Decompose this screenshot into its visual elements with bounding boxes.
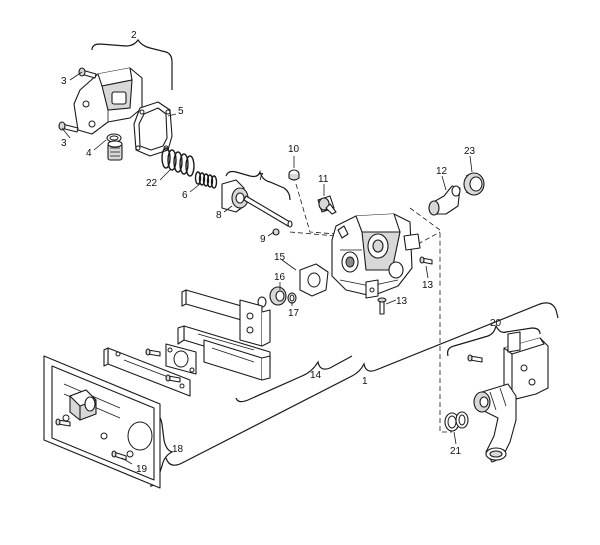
spring-part-6: [194, 171, 218, 189]
callout-3-bottom: 3: [61, 138, 67, 149]
callout-7: 7: [258, 172, 264, 183]
screw-part-13-right: [419, 256, 433, 265]
gasket-part-15: [299, 263, 329, 297]
callout-18: 18: [172, 444, 184, 455]
dash-line-top: [295, 183, 337, 235]
slide-plate-part-14: [103, 347, 191, 397]
top-bracket-part-2: [73, 67, 143, 135]
screw-part-20: [467, 354, 483, 363]
o-ring-part-21: [444, 411, 469, 432]
valve-stem-part-7: [243, 195, 293, 228]
callout-20: 20: [490, 318, 502, 329]
orifice-plate-part-14: [165, 343, 197, 375]
outlet-pipe-part-20: [473, 383, 517, 463]
callout-labels: 1 2 3 3 4 5 6 7 8 9 10 11 12 13 13 14 15…: [61, 30, 502, 475]
spring-part-22: [161, 147, 195, 177]
callout-19: 19: [136, 464, 148, 475]
cap-part-10: [288, 169, 300, 181]
dash-line-outlet-down: [439, 290, 452, 433]
o-ring-part-17: [287, 292, 297, 304]
callout-3-top: 3: [61, 76, 67, 87]
valve-body: [331, 213, 421, 299]
callout-11: 11: [318, 174, 329, 185]
callout-10: 10: [288, 144, 300, 155]
brace-2: [91, 38, 173, 90]
screw-panel-left: [55, 418, 71, 427]
callout-6: 6: [182, 190, 188, 201]
screw-part-3-bottom: [58, 121, 79, 133]
brace-14: [235, 355, 353, 403]
callout-17: 17: [288, 308, 300, 319]
filter-part-4: [107, 140, 123, 161]
callout-23: 23: [464, 146, 476, 157]
brace-20: [447, 324, 541, 357]
callout-9: 9: [260, 234, 266, 245]
callout-16: 16: [274, 272, 286, 283]
nut-part-23: [463, 172, 485, 196]
leader-lines: [61, 71, 473, 465]
screw-part-14: [145, 348, 161, 357]
dash-line-valve-right: [409, 207, 441, 288]
callout-15: 15: [274, 252, 286, 263]
callout-2: 2: [131, 30, 137, 41]
callout-1: 1: [362, 376, 368, 387]
valve-plug-part-12: [428, 185, 461, 216]
o-ring-part-4: [106, 133, 122, 143]
fitting-part-16: [269, 286, 287, 306]
callout-13-right: 13: [422, 280, 434, 291]
diaphragm-part-8: [221, 179, 249, 213]
screw-part-3-top: [78, 67, 97, 79]
callout-12: 12: [436, 166, 448, 177]
callout-22: 22: [146, 178, 158, 189]
bracket-plate-part-14: [203, 339, 271, 381]
dash-line-stem: [289, 231, 337, 237]
screw-part-13-bottom: [377, 297, 387, 315]
control-knob: [69, 389, 97, 421]
callout-21: 21: [450, 446, 462, 457]
callout-8: 8: [216, 210, 222, 221]
screw-part-14-b: [165, 374, 181, 383]
callout-4: 4: [86, 148, 92, 159]
callout-14: 14: [310, 370, 322, 381]
brace-7: [225, 169, 291, 201]
brace-1: [165, 302, 559, 466]
callout-5: 5: [178, 106, 184, 117]
ball-part-9: [272, 228, 280, 236]
nozzle-part-11: [317, 195, 337, 215]
callout-13-bottom: 13: [396, 296, 408, 307]
